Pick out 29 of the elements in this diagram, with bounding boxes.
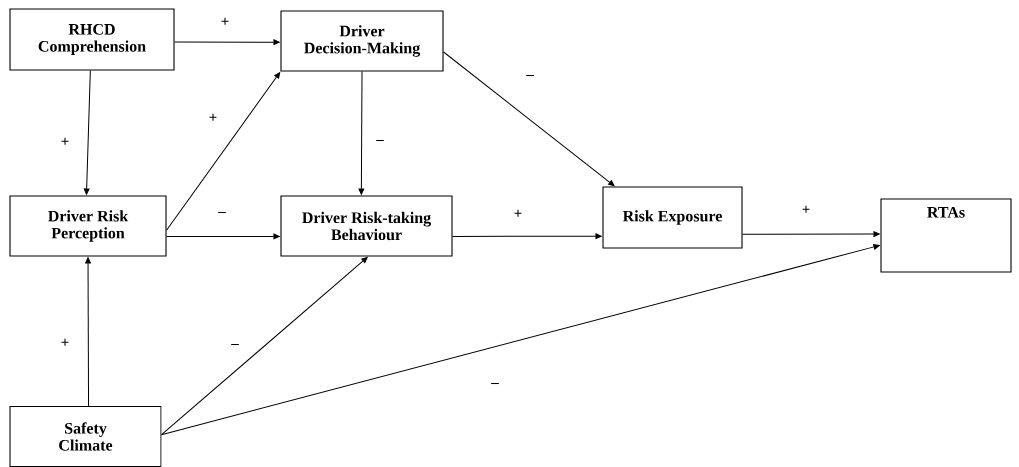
arrow [161,256,368,436]
arrow [742,231,880,237]
construct-box: Safety Climate [9,405,162,467]
edge-label: + [800,204,812,216]
construct-box: RHCD Comprehension [9,8,175,71]
construct-box: Driver Risk-taking Behaviour [280,195,453,257]
arrow [161,244,880,436]
edge-label: + [219,16,231,28]
edge-label: – [375,139,385,145]
arrow [85,257,91,407]
arrow [452,233,602,239]
arrow [166,72,281,231]
arrow [358,71,365,195]
edge-label: + [59,136,71,148]
edge-label: – [217,211,227,217]
edge-label: + [512,208,524,220]
edge-label: – [230,343,240,349]
arrow [166,233,280,240]
edge-label: + [207,112,219,124]
construct-box: Driver Decision-Making [280,10,444,72]
construct-box: RTAs [880,198,1012,273]
edge-label: + [59,337,71,349]
arrow [83,70,91,195]
arrow [443,51,615,187]
edge-label: – [490,382,500,388]
construct-box: Driver Risk Perception [9,195,167,257]
arrow [174,39,280,46]
construct-box: Risk Exposure [602,186,743,249]
edge-label: – [525,74,535,80]
